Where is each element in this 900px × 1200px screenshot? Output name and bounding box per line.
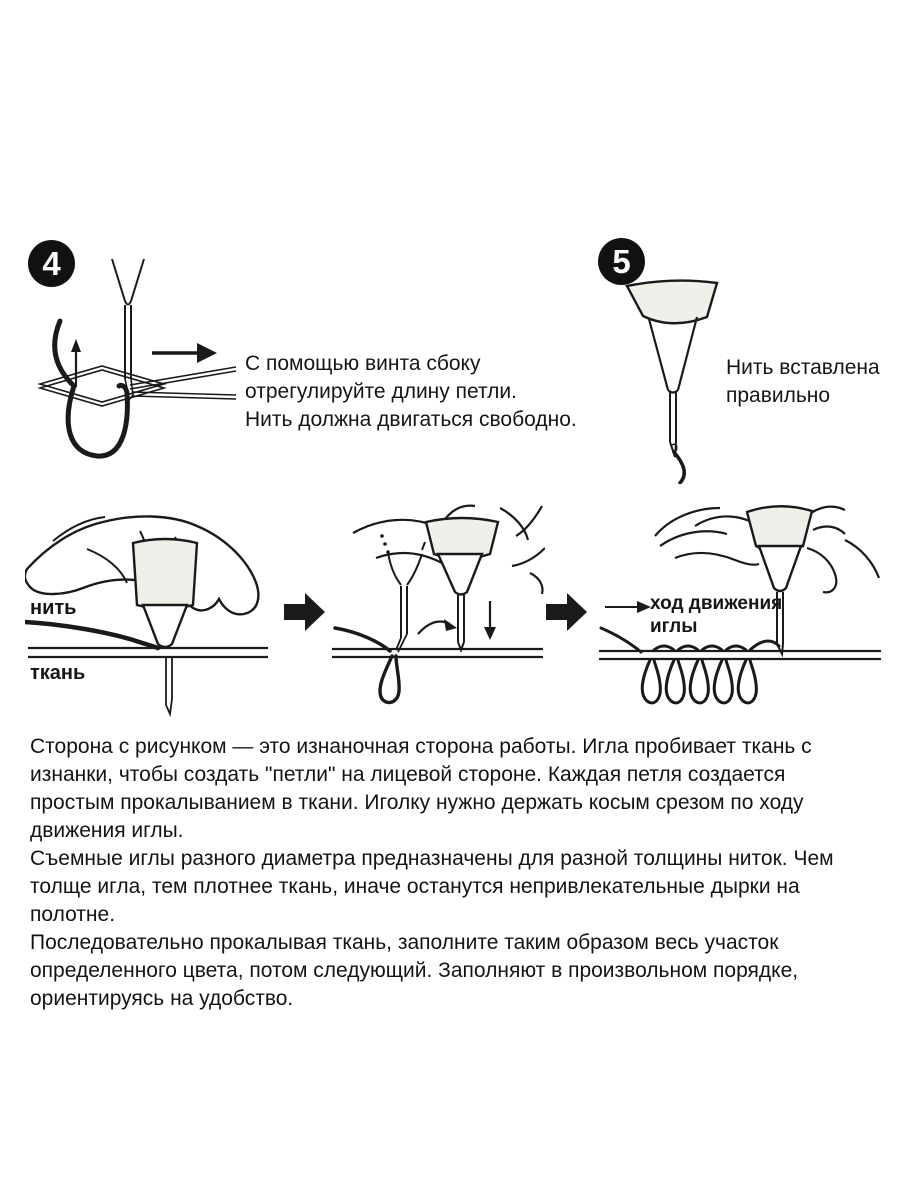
- handle-bottom: [625, 279, 719, 325]
- loop: [378, 654, 401, 705]
- caption-line: С помощью винта сбоку: [245, 352, 481, 375]
- caption-line: правильно: [726, 384, 831, 407]
- sequence-arrow-2-icon: [546, 593, 587, 631]
- fabric: [28, 646, 268, 659]
- direction-label-line: иглы: [650, 616, 698, 637]
- needle-shaft: [669, 392, 678, 458]
- instruction-text-block: Сторона с рисунком — это изнаночная стор…: [30, 733, 866, 1013]
- needle: [111, 258, 145, 402]
- thread-loop: [52, 318, 130, 459]
- caption-line: Нить должна двигаться свободно.: [245, 408, 577, 431]
- needle-down: [457, 595, 465, 653]
- loops: [599, 626, 781, 705]
- needle-direction-label: ход движения иглы: [650, 592, 782, 638]
- sequence-arrow-1-icon: [284, 593, 325, 631]
- fabric-plane: [37, 365, 237, 407]
- step-4-caption: С помощью винта сбоку отрегулируйте длин…: [245, 350, 577, 434]
- needle-cone: [436, 552, 484, 596]
- thread: [672, 450, 687, 484]
- direction-label-line: ход движения: [650, 593, 783, 614]
- fabric-label: ткань: [30, 662, 86, 684]
- step4-loop-adjustment-illustration: [37, 258, 237, 459]
- thread: [333, 626, 392, 653]
- sequence-frame-1-punch-down-illustration: [25, 515, 268, 717]
- sequence-frame-2-lift-and-move-illustration: [332, 504, 545, 705]
- motion-dots: [380, 534, 390, 554]
- step-5-badge: 5: [598, 238, 645, 285]
- needle-cone: [141, 603, 189, 649]
- paragraph-filling-order: Последовательно прокалывая ткань, заполн…: [30, 931, 799, 1010]
- handle: [131, 537, 199, 611]
- step5-threaded-needle-illustration: [625, 279, 719, 484]
- paragraph-technique: Сторона с рисунком — это изнаночная стор…: [30, 735, 812, 842]
- needle-cone: [757, 544, 803, 593]
- sequence-frame-3-loop-row-illustration: [599, 505, 881, 705]
- caption-line: отрегулируйте длину петли.: [245, 380, 517, 403]
- needle-tip: [165, 658, 173, 717]
- needle-lifted: [387, 551, 423, 653]
- fabric: [599, 649, 881, 661]
- thread: [25, 619, 161, 651]
- step-4-badge: 4: [28, 240, 75, 287]
- caption-line: Нить вставлена: [726, 356, 880, 379]
- thread-label: нить: [30, 597, 77, 619]
- fabric: [332, 647, 543, 659]
- step-5-caption: Нить вставлена правильно: [726, 354, 880, 410]
- paragraph-needle-sizes: Съемные иглы разного диаметра предназнач…: [30, 847, 834, 926]
- needle-cone: [647, 316, 699, 394]
